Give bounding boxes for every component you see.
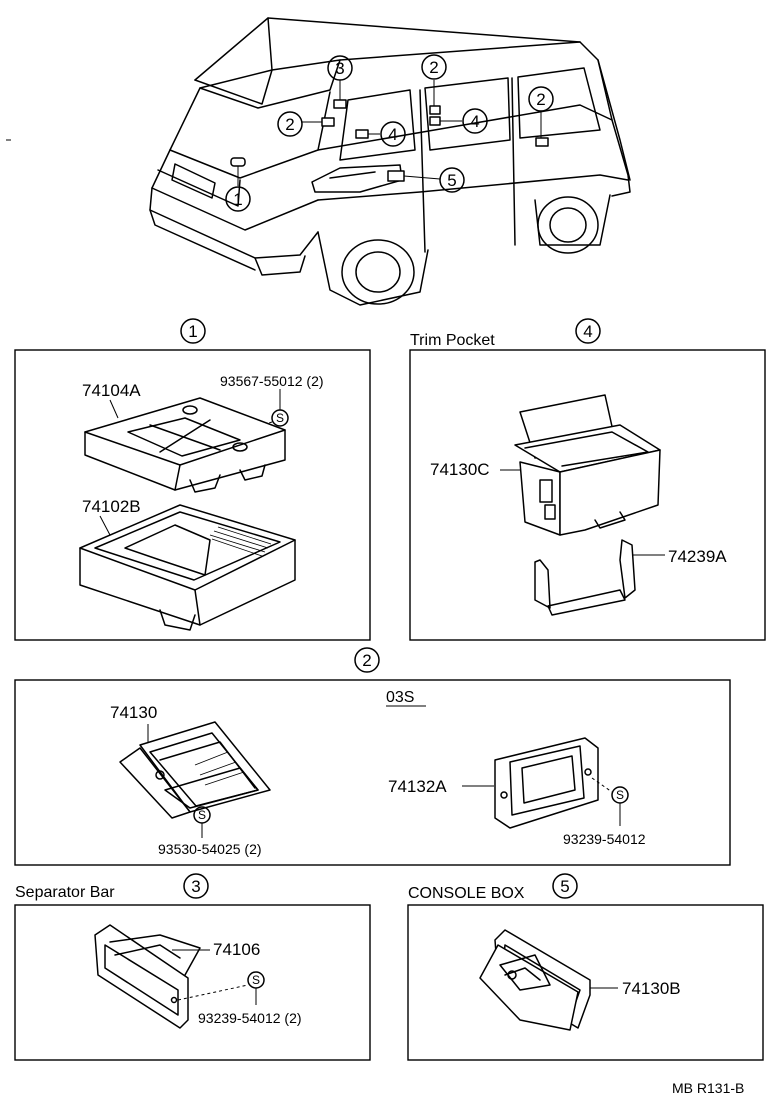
callout-2c: 2 xyxy=(528,86,554,112)
section-3: Separator Bar 3 74106 S 93239-54012 (2) xyxy=(14,873,371,1061)
svg-text:3: 3 xyxy=(191,877,200,896)
svg-text:2: 2 xyxy=(362,651,371,670)
screw-93239-54012-2-label: 93239-54012 (2) xyxy=(198,1010,302,1026)
section-3-title: Separator Bar xyxy=(15,884,115,901)
svg-text:4: 4 xyxy=(388,125,397,144)
van-illustration: 1 3 2 4 2 4 2 5 xyxy=(149,17,631,306)
svg-text:2: 2 xyxy=(536,90,545,109)
screw-symbol-3: S xyxy=(247,971,265,989)
part-74130B-label: 74130B xyxy=(622,979,681,998)
van-marker-4b xyxy=(429,116,441,126)
section-1-number: 1 xyxy=(180,318,206,344)
section-3-frame xyxy=(14,904,371,1061)
section-1: 1 74104A 93567-55012 (2) S 74102B xyxy=(14,318,371,641)
section-4-number: 4 xyxy=(575,318,601,344)
part-74239A-label: 74239A xyxy=(668,547,727,566)
callout-1: 1 xyxy=(225,186,251,212)
screw-symbol-2b: S xyxy=(611,786,629,804)
screw-93567-55012-label: 93567-55012 (2) xyxy=(220,373,324,389)
part-74132A-label: 74132A xyxy=(388,777,447,796)
svg-text:1: 1 xyxy=(233,190,242,209)
van-marker-5 xyxy=(387,170,405,182)
part-74104A-label: 74104A xyxy=(82,381,141,400)
svg-text:S: S xyxy=(276,411,284,425)
section-2-number: 2 xyxy=(354,647,380,673)
screw-93530-54025-label: 93530-54025 (2) xyxy=(158,841,262,857)
svg-text:S: S xyxy=(198,808,206,822)
van-marker-2a xyxy=(321,117,335,127)
callout-5: 5 xyxy=(439,167,465,193)
section-5-frame xyxy=(407,904,764,1061)
callout-4a: 4 xyxy=(380,121,406,147)
variant-03S-label: 03S xyxy=(386,689,414,706)
section-4-frame xyxy=(409,349,766,641)
part-74130-label: 74130 xyxy=(110,703,157,722)
svg-text:2: 2 xyxy=(285,115,294,134)
svg-text:4: 4 xyxy=(470,112,479,131)
section-4-title: Trim Pocket xyxy=(410,332,495,349)
part-74102B-label: 74102B xyxy=(82,497,141,516)
section-2-frame xyxy=(14,679,731,866)
svg-text:S: S xyxy=(616,788,624,802)
van-marker-3 xyxy=(333,99,347,109)
callout-3: 3 xyxy=(327,55,353,81)
svg-text:5: 5 xyxy=(560,877,569,896)
svg-text:1: 1 xyxy=(188,322,197,341)
part-74106-label: 74106 xyxy=(213,940,260,959)
callout-2b: 2 xyxy=(421,54,447,80)
screw-symbol-2a: S xyxy=(193,806,211,824)
screw-93239-54012-label: 93239-54012 xyxy=(563,831,646,847)
van-marker-1 xyxy=(230,157,246,167)
svg-text:S: S xyxy=(252,973,260,987)
callout-4b: 4 xyxy=(462,108,488,134)
section-5: CONSOLE BOX 5 74130B xyxy=(407,873,764,1061)
section-2: 2 03S 74130 S 93530-54025 (2) 74132A S xyxy=(14,647,731,866)
svg-text:4: 4 xyxy=(583,322,592,341)
section-5-number: 5 xyxy=(552,873,578,899)
part-74130C-label: 74130C xyxy=(430,460,490,479)
svg-text:5: 5 xyxy=(447,171,456,190)
section-3-number: 3 xyxy=(183,873,209,899)
svg-text:2: 2 xyxy=(429,58,438,77)
callout-2a: 2 xyxy=(277,111,303,137)
diagram-code: MB R131-B xyxy=(672,1080,744,1096)
screw-symbol: S xyxy=(271,409,289,427)
van-marker-2b xyxy=(429,105,441,115)
section-4: Trim Pocket 4 74130C 74239A xyxy=(409,318,766,641)
van-marker-4a xyxy=(355,129,369,139)
van-marker-2c xyxy=(535,137,549,147)
section-1-frame xyxy=(14,349,371,641)
svg-text:3: 3 xyxy=(335,59,344,78)
section-5-title: CONSOLE BOX xyxy=(408,885,525,902)
